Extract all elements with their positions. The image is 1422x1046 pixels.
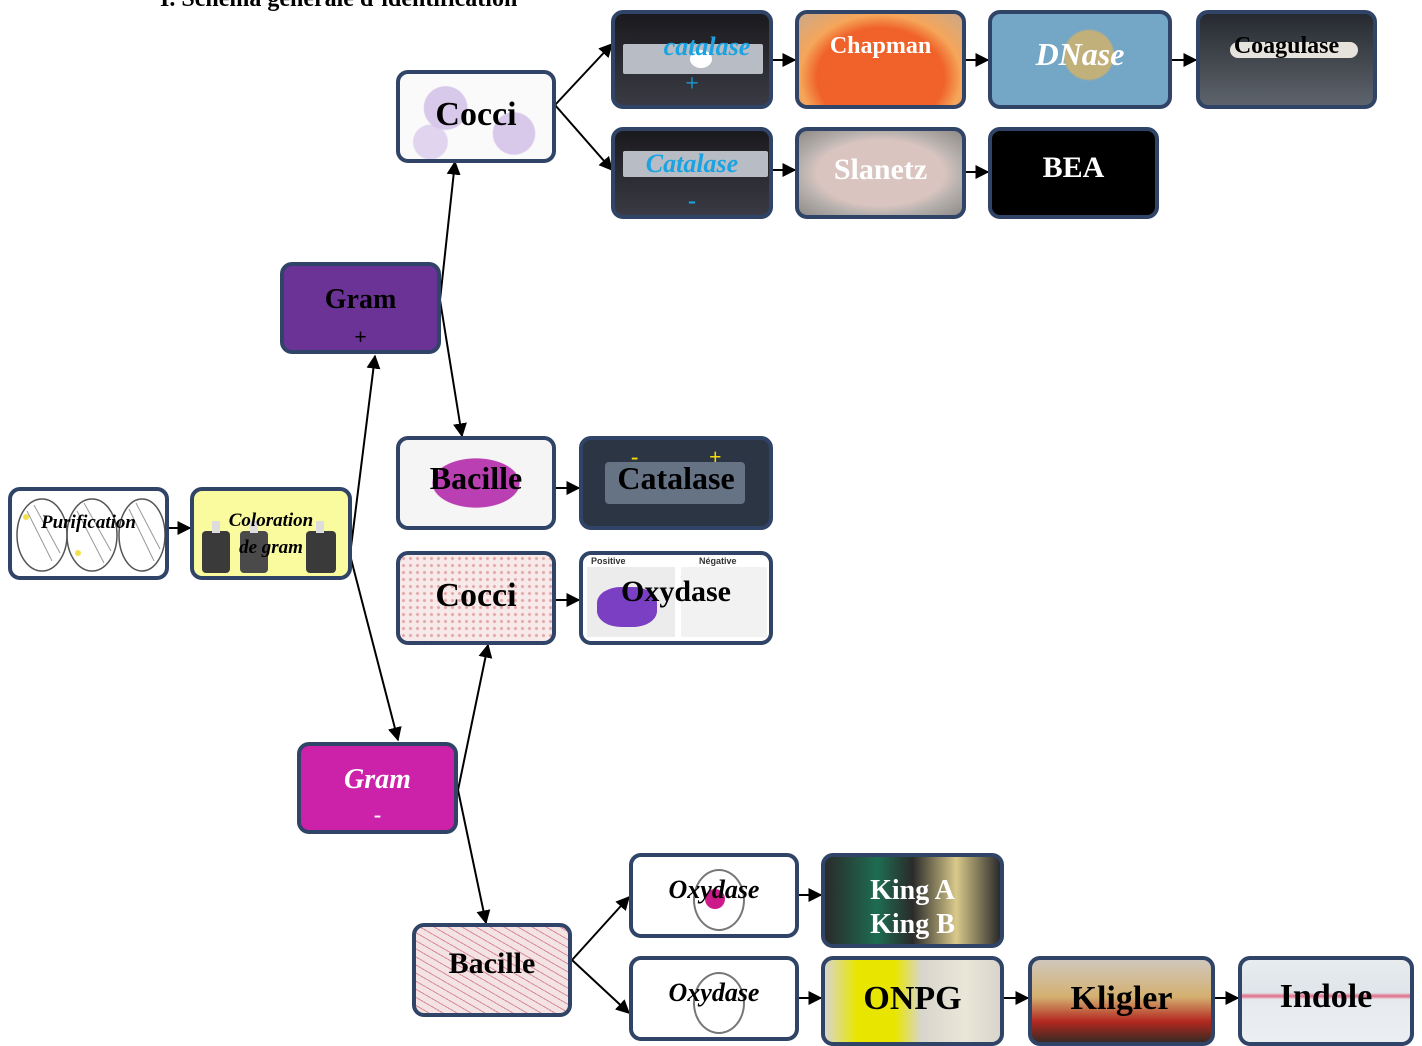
gram-negative-sign: - bbox=[373, 802, 382, 827]
catalase-negative-label: Catalase bbox=[645, 149, 739, 178]
gram-positive-cocci-label: Cocci bbox=[435, 96, 517, 133]
coagulase-box[interactable]: Coagulase bbox=[1196, 10, 1377, 109]
gram-negative-box[interactable]: Gram - bbox=[297, 742, 458, 834]
gram-negative-bacille-label: Bacille bbox=[448, 947, 536, 980]
dnase-box[interactable]: DNase bbox=[988, 10, 1172, 109]
indole-label: Indole bbox=[1279, 978, 1373, 1015]
king-b-label: King B bbox=[870, 909, 955, 940]
catalase-positive-sign: + bbox=[685, 71, 699, 97]
slanetz-label: Slanetz bbox=[833, 153, 928, 186]
gram-positive-bacille-box[interactable]: Bacille bbox=[396, 436, 556, 530]
oxydase-positive-caption: Positive bbox=[591, 556, 626, 566]
arrow-to-catalase-neg bbox=[554, 104, 613, 172]
catalase-positive-box[interactable]: catalase + bbox=[611, 10, 773, 109]
stain-bottles-icon bbox=[202, 521, 336, 573]
gram-positive-cocci-box[interactable]: Cocci bbox=[396, 70, 556, 163]
gram-positive-sign: + bbox=[354, 324, 367, 349]
arrow-to-gram-positive bbox=[349, 354, 381, 556]
catalase-negative-sign: - bbox=[688, 188, 696, 214]
bea-label: BEA bbox=[1042, 151, 1105, 184]
gram-positive-label: Gram bbox=[324, 284, 397, 315]
chapman-label: Chapman bbox=[829, 33, 932, 59]
arrow-to-oxydase-neg bbox=[571, 959, 631, 1014]
arrow-to-oxydase-pos bbox=[571, 895, 630, 961]
gram-positive-box[interactable]: Gram + bbox=[280, 262, 441, 354]
cocci-oxydase-label: Oxydase bbox=[620, 575, 731, 608]
arrow-to-catalase-pos bbox=[554, 42, 613, 106]
diagram-heading: I. Schéma générale d’identification bbox=[160, 0, 517, 13]
bubbles-spot bbox=[690, 50, 712, 68]
gram-positive-bacille-label: Bacille bbox=[429, 460, 523, 496]
purification-box[interactable]: Purification bbox=[8, 487, 169, 580]
king-a-label: King A bbox=[870, 875, 955, 906]
kligler-box[interactable]: Kligler bbox=[1028, 956, 1215, 1046]
petri-dishes-icon bbox=[16, 498, 165, 572]
oxydase-negative-caption: Négative bbox=[699, 556, 737, 566]
catalase-positive-label: catalase bbox=[663, 32, 751, 61]
gram-negative-cocci-label: Cocci bbox=[435, 577, 517, 614]
bacille-catalase-neg-sign: - bbox=[631, 444, 639, 469]
oxydase-positive-box[interactable]: Oxydase bbox=[629, 853, 799, 938]
oxydase-negative-label: Oxydase bbox=[668, 978, 760, 1007]
slanetz-box[interactable]: Slanetz bbox=[795, 127, 966, 219]
arrow-to-cocci-neg bbox=[457, 643, 493, 791]
bacille-catalase-box[interactable]: - + Catalase bbox=[579, 436, 773, 530]
bacille-catalase-pos-sign: + bbox=[709, 444, 722, 469]
coloration-label-line1: Coloration bbox=[228, 510, 314, 531]
bacille-catalase-label: Catalase bbox=[617, 460, 735, 496]
negative-slide bbox=[681, 567, 767, 637]
pink-spot bbox=[705, 889, 725, 909]
oxydase-negative-box[interactable]: Oxydase bbox=[629, 956, 799, 1041]
arrow-to-cocci-pos bbox=[439, 160, 461, 301]
slide-image bbox=[623, 151, 768, 177]
catalase-negative-box[interactable]: Catalase - bbox=[611, 127, 773, 219]
disc-ring bbox=[693, 972, 745, 1034]
onpg-box[interactable]: ONPG bbox=[821, 956, 1004, 1046]
gram-negative-cocci-box[interactable]: Cocci bbox=[396, 551, 556, 645]
disc-ring bbox=[693, 869, 745, 931]
arrow-to-gram-negative bbox=[349, 554, 402, 742]
gram-negative-bacille-box[interactable]: Bacille bbox=[412, 923, 572, 1017]
coagulase-label: Coagulase bbox=[1233, 33, 1340, 59]
cocci-oxydase-box[interactable]: Positive Négative Oxydase bbox=[579, 551, 773, 645]
chapman-box[interactable]: Chapman bbox=[795, 10, 966, 109]
dnase-label: DNase bbox=[1035, 36, 1125, 72]
onpg-label: ONPG bbox=[863, 980, 962, 1017]
purple-reaction-spot bbox=[597, 587, 657, 627]
gram-negative-label: Gram bbox=[344, 764, 411, 795]
slide-image bbox=[605, 462, 745, 504]
arrow-to-bacille-pos bbox=[439, 299, 467, 438]
indole-box[interactable]: Indole bbox=[1238, 956, 1414, 1046]
coloration-label-line2: de gram bbox=[239, 537, 303, 558]
king-box[interactable]: King A King B bbox=[821, 853, 1004, 948]
arrow-to-bacille-neg bbox=[457, 789, 491, 925]
tube-image bbox=[1230, 42, 1358, 58]
coloration-box[interactable]: Coloration de gram bbox=[190, 487, 352, 580]
kligler-label: Kligler bbox=[1070, 980, 1173, 1017]
oxydase-positive-label: Oxydase bbox=[668, 875, 760, 904]
purification-label: Purification bbox=[40, 512, 136, 533]
bea-box[interactable]: BEA bbox=[988, 127, 1159, 219]
